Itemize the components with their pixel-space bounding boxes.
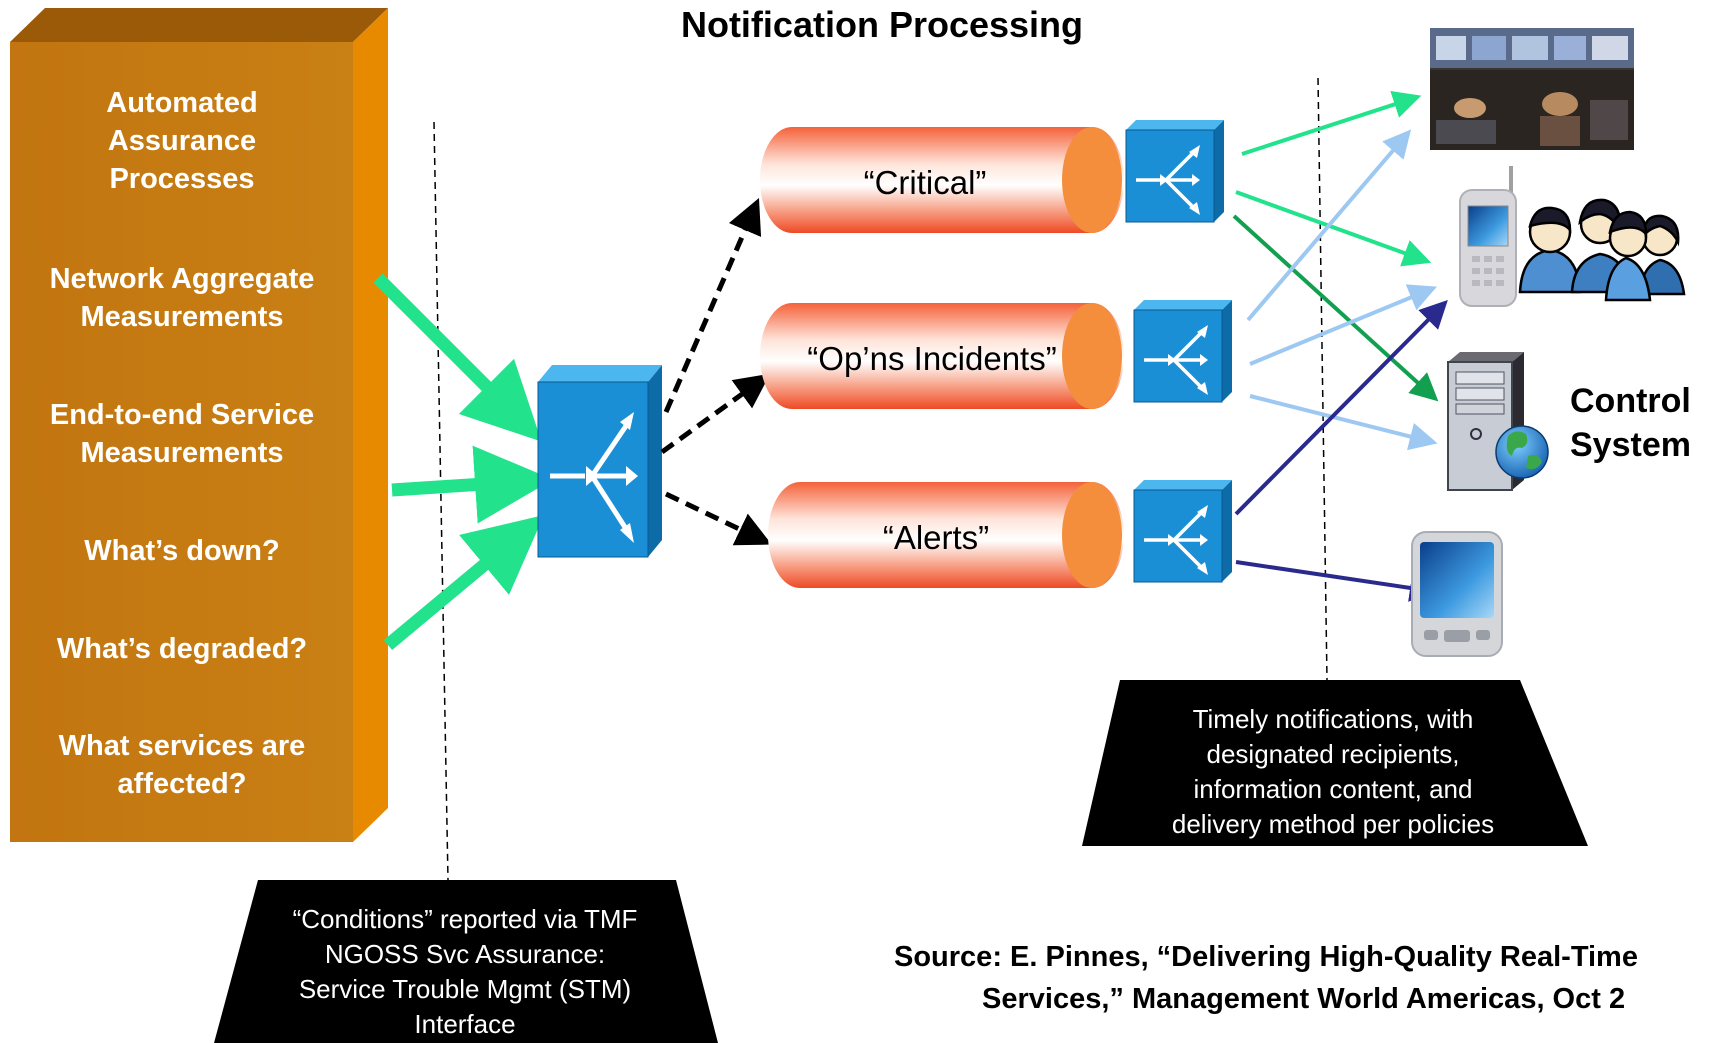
queue-router-icon-2 [1133, 480, 1232, 583]
source-citation-line2: Services,” Management World Americas, Oc… [982, 983, 1625, 1015]
control-system-label-line1: Control [1570, 382, 1691, 420]
queue-router-icon-1 [1133, 300, 1232, 403]
right-note-line-0: Timely notifications, with [1193, 704, 1474, 734]
queue-incidents-label: “Op’ns Incidents” [807, 340, 1056, 377]
output-arrows [1232, 91, 1448, 602]
page-title: Notification Processing [681, 4, 1083, 45]
left-note-line-1: NGOSS Svc Assurance: [325, 939, 605, 969]
queue-alerts: “Alerts” [768, 482, 1124, 588]
left-note-line-0: “Conditions” reported via TMF [293, 904, 638, 934]
left-box-item-3-line-0: What’s down? [84, 535, 279, 567]
left-interface-divider [433, 121, 449, 881]
queue-critical-label: “Critical” [864, 164, 987, 201]
right-note-line-1: designated recipients, [1207, 739, 1460, 769]
left-box-item-0-line-1: Assurance [108, 125, 256, 157]
main-router-icon [537, 365, 662, 558]
left-box-item-1-line-1: Measurements [80, 301, 283, 333]
pda-icon [1411, 531, 1503, 657]
routing-arrows [660, 197, 772, 546]
operations-center-photo [1430, 28, 1634, 150]
stm-interface-note: “Conditions” reported via TMF NGOSS Svc A… [214, 880, 718, 1043]
cell-phone-icon [1459, 166, 1517, 307]
delivery-policy-note: Timely notifications, with designated rec… [1082, 680, 1588, 846]
left-box-item-2-line-0: End-to-end Service [50, 399, 314, 431]
queue-operations-incidents: “Op’ns Incidents” [760, 303, 1124, 409]
input-arrows [373, 273, 553, 650]
left-note-line-3: Interface [414, 1009, 515, 1039]
left-box-item-5-line-0: What services are [59, 730, 306, 762]
source-citation-line1: Source: E. Pinnes, “Delivering High-Qual… [894, 941, 1638, 973]
queue-router-icon-0 [1125, 120, 1224, 223]
people-group-icon [1518, 198, 1686, 302]
queue-alerts-label: “Alerts” [883, 519, 989, 556]
left-box-item-0-line-0: Automated [106, 87, 257, 119]
right-note-line-3: delivery method per policies [1172, 809, 1494, 839]
left-box-item-2-line-1: Measurements [80, 437, 283, 469]
left-box-item-4-line-0: What’s degraded? [57, 633, 307, 665]
left-box-item-0-line-2: Processes [109, 163, 254, 195]
right-interface-divider [1317, 77, 1328, 681]
left-note-line-2: Service Trouble Mgmt (STM) [299, 974, 631, 1004]
globe-icon [1495, 425, 1549, 479]
left-box-item-5-line-1: affected? [118, 768, 247, 800]
left-box-item-1-line-0: Network Aggregate [50, 263, 315, 295]
control-system-label-line2: System [1570, 426, 1691, 464]
right-note-line-2: information content, and [1194, 774, 1473, 804]
queue-critical: “Critical” [760, 127, 1124, 233]
